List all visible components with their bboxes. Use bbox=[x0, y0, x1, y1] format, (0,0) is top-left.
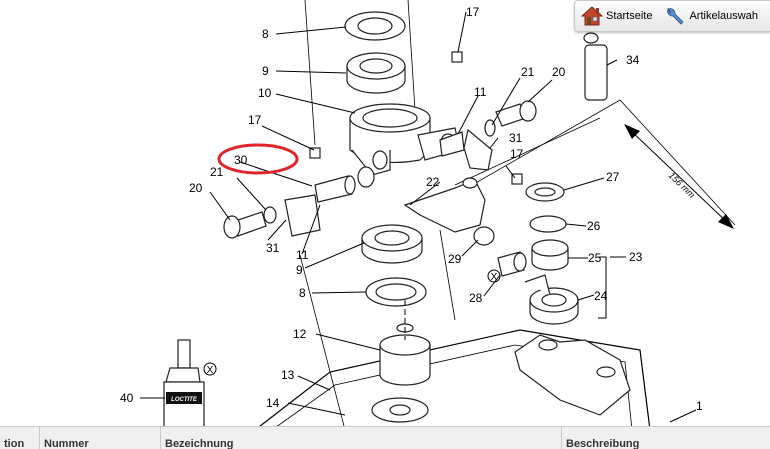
part-8-bottom bbox=[365, 277, 427, 307]
callout-numbers: 8 9 10 17 11 21 20 34 17 31 17 30 21 20 … bbox=[120, 5, 703, 413]
callout-21-right: 21 bbox=[521, 65, 535, 79]
callout-17-mid: 17 bbox=[510, 147, 524, 161]
top-toolbar: Startseite Artikelauswah bbox=[574, 0, 770, 32]
callout-17-left: 17 bbox=[248, 113, 262, 127]
callout-28: 28 bbox=[469, 291, 483, 305]
callout-13: 13 bbox=[281, 368, 295, 382]
callout-8-bottom: 8 bbox=[299, 286, 306, 300]
part-27-washer bbox=[525, 182, 565, 202]
part-20-bolt-left bbox=[223, 211, 267, 239]
callout-25: 25 bbox=[588, 251, 602, 265]
callout-31-right: 31 bbox=[509, 131, 523, 145]
callout-29: 29 bbox=[448, 252, 462, 266]
parts-selection-label: Artikelauswah bbox=[689, 10, 758, 22]
part-20-bolt-right bbox=[495, 100, 537, 127]
callout-11-left: 11 bbox=[296, 248, 309, 262]
wrench-icon bbox=[664, 6, 686, 26]
part-25-bearing bbox=[531, 239, 569, 271]
column-header-position[interactable]: tion bbox=[0, 427, 40, 449]
part-11-bushing-left bbox=[314, 166, 375, 203]
part-21-washer-left bbox=[263, 206, 277, 224]
part-22-lever bbox=[403, 177, 486, 233]
part-9-top bbox=[346, 52, 406, 94]
exploded-parts-drawing: LOCTITE X X 156 mm bbox=[120, 0, 736, 430]
callout-8-top: 8 bbox=[262, 27, 269, 41]
highlight-ellipse bbox=[217, 143, 299, 175]
part-40-loctite-bottle: LOCTITE bbox=[163, 339, 205, 430]
part-9-bottom bbox=[361, 224, 423, 264]
part-31-plate-left bbox=[284, 194, 321, 237]
part-24-bushing bbox=[524, 274, 579, 325]
part-29-bushing bbox=[473, 226, 495, 246]
callout-20-right: 20 bbox=[552, 65, 566, 79]
dimension-label: 156 mm bbox=[667, 170, 698, 200]
frame-lines bbox=[254, 0, 736, 430]
svg-text:X: X bbox=[491, 272, 498, 283]
x-marker-40: X bbox=[203, 362, 217, 376]
x-marker-28: X bbox=[487, 269, 501, 283]
part-34-rod bbox=[583, 32, 608, 101]
column-header-number[interactable]: Nummer bbox=[39, 427, 156, 449]
part-26-circlip bbox=[529, 215, 567, 233]
callout-17-top: 17 bbox=[466, 5, 480, 19]
callout-12: 12 bbox=[293, 327, 307, 341]
part-12-stem bbox=[379, 300, 431, 386]
loctite-label: LOCTITE bbox=[171, 397, 198, 403]
callout-31-left: 31 bbox=[266, 241, 280, 255]
home-button[interactable]: Startseite bbox=[575, 1, 658, 31]
callout-9-bottom: 9 bbox=[296, 263, 303, 277]
callout-30: 30 bbox=[234, 153, 248, 167]
callout-10: 10 bbox=[258, 86, 272, 100]
callout-20-left: 20 bbox=[189, 181, 203, 195]
part-1-yoke bbox=[371, 334, 631, 423]
callout-9-top: 9 bbox=[262, 64, 269, 78]
part-8-top bbox=[344, 11, 406, 41]
callout-24: 24 bbox=[594, 289, 608, 303]
parts-table-header: tion Nummer Bezeichnung Beschreibung bbox=[0, 426, 770, 449]
callout-11-right: 11 bbox=[474, 85, 487, 99]
part-28-pin bbox=[497, 251, 527, 277]
home-button-label: Startseite bbox=[606, 10, 653, 22]
callout-26: 26 bbox=[587, 219, 601, 233]
bracket-23 bbox=[598, 256, 607, 319]
house-icon bbox=[581, 6, 603, 26]
column-header-name[interactable]: Bezeichnung bbox=[160, 427, 557, 449]
parts-selection-button[interactable]: Artikelauswah bbox=[658, 1, 763, 31]
part-31-plate-right bbox=[463, 128, 493, 171]
dimension-arrow: 156 mm bbox=[624, 124, 734, 229]
callout-1: 1 bbox=[696, 399, 703, 413]
callout-21-left: 21 bbox=[210, 165, 224, 179]
part-17-nipples bbox=[309, 51, 523, 185]
column-header-description[interactable]: Beschreibung bbox=[561, 427, 770, 449]
callout-23: 23 bbox=[629, 250, 643, 264]
svg-text:X: X bbox=[207, 365, 214, 376]
callout-34: 34 bbox=[626, 53, 640, 67]
callout-14: 14 bbox=[266, 396, 280, 410]
callout-27: 27 bbox=[606, 170, 620, 184]
callout-40: 40 bbox=[120, 391, 134, 405]
leader-lines bbox=[140, 11, 697, 423]
callout-22: 22 bbox=[426, 175, 440, 189]
